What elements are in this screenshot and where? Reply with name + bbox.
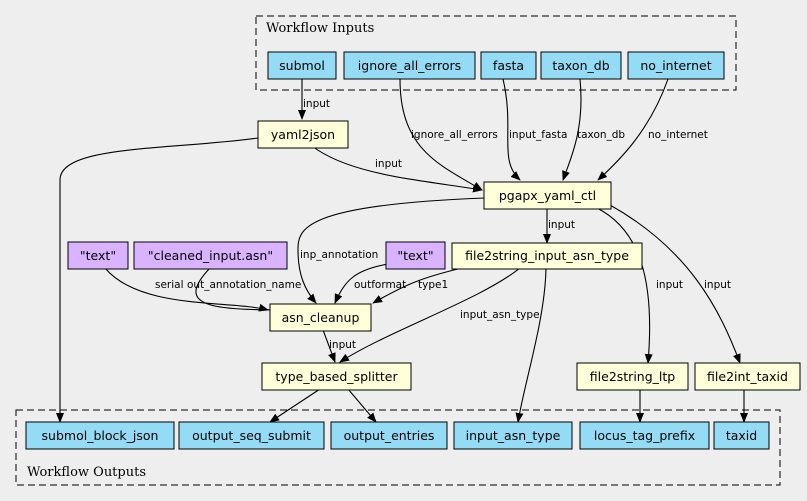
- node-type-based-splitter[interactable]: type_based_splitter: [261, 362, 412, 391]
- node-file2string-input-asn-type[interactable]: file2string_input_asn_type: [451, 242, 643, 270]
- step-nodes: yaml2json pgapx_yaml_ctl "text" "cleaned…: [67, 120, 801, 391]
- edge-label: type1: [418, 279, 448, 291]
- workflow-outputs-cluster: Workflow Outputs: [15, 409, 781, 486]
- node-label: file2int_taxid: [707, 369, 788, 384]
- node-label: yaml2json: [271, 127, 335, 142]
- node-label: input_asn_type: [466, 428, 561, 443]
- node-file2int-taxid[interactable]: file2int_taxid: [694, 362, 801, 391]
- edge-label: input: [375, 158, 402, 170]
- node-output-seq-submit[interactable]: output_seq_submit: [178, 421, 325, 450]
- edge-ignore-pgapx: [399, 78, 483, 191]
- node-asn-cleanup[interactable]: asn_cleanup: [269, 303, 372, 332]
- edge-text1-asn: [104, 267, 269, 312]
- edge-label: outformat: [354, 279, 406, 291]
- edge-pgapx-ltp: [596, 207, 653, 364]
- node-locus-tag-prefix[interactable]: locus_tag_prefix: [579, 421, 710, 450]
- node-input-asn-type[interactable]: input_asn_type: [453, 421, 573, 450]
- workflow-inputs-cluster: Workflow Inputs: [255, 15, 737, 91]
- node-label: locus_tag_prefix: [594, 428, 695, 443]
- edge-label: input: [329, 339, 356, 351]
- edge-label: ignore_all_errors: [411, 129, 498, 141]
- node-label: file2string_ltp: [590, 369, 675, 384]
- edge-text2-asn: [334, 263, 389, 304]
- node-ignore-all-errors[interactable]: ignore_all_errors: [343, 51, 476, 80]
- node-submol[interactable]: submol: [267, 51, 337, 80]
- node-label: no_internet: [640, 58, 711, 73]
- edge-f2s-splitter: [339, 267, 521, 363]
- output-nodes: submol_block_json output_seq_submit outp…: [25, 421, 770, 450]
- node-label: submol_block_json: [42, 428, 159, 443]
- edge-label: input: [656, 279, 683, 291]
- node-taxid[interactable]: taxid: [713, 421, 770, 450]
- node-pgapx-yaml-ctl[interactable]: pgapx_yaml_ctl: [483, 181, 612, 210]
- workflow-outputs-label: Workflow Outputs: [27, 465, 146, 480]
- edge-label: inp_annotation: [300, 249, 378, 261]
- edge-yaml2json-submolblock: [56, 137, 259, 423]
- node-label: "cleaned_input.asn": [148, 248, 273, 263]
- edge-pgapx-taxid: [609, 204, 741, 364]
- edge-label: input: [704, 279, 731, 291]
- node-label: output_entries: [344, 428, 435, 443]
- node-taxon-db[interactable]: taxon_db: [540, 51, 622, 80]
- edge-pgapx-asn: [297, 197, 486, 304]
- node-label: asn_cleanup: [282, 310, 360, 325]
- node-fasta[interactable]: fasta: [480, 51, 537, 80]
- edge-f2s-inputasn: [515, 267, 547, 423]
- workflow-inputs-label: Workflow Inputs: [266, 21, 374, 36]
- node-text-serial[interactable]: "text": [67, 241, 129, 270]
- edge-splitter-entries: [347, 388, 377, 423]
- node-output-entries[interactable]: output_entries: [330, 421, 448, 450]
- edge-f2s-asn: [372, 267, 463, 304]
- node-submol-block-json[interactable]: submol_block_json: [25, 421, 175, 450]
- node-text-outformat[interactable]: "text": [385, 241, 446, 270]
- edge-splitter-seqsubmit: [269, 388, 321, 423]
- edge-label: out_annotation_name: [187, 279, 301, 291]
- edge-fasta-pgapx: [502, 78, 521, 181]
- edge-label: taxon_db: [577, 129, 625, 141]
- node-label: "text": [397, 248, 433, 263]
- node-label: ignore_all_errors: [358, 58, 461, 73]
- edge-taxon-pgapx: [562, 78, 582, 181]
- node-label: submol: [279, 58, 325, 73]
- edge-labels: input ignore_all_errors input_fasta taxo…: [155, 98, 731, 351]
- node-label: fasta: [493, 58, 524, 73]
- input-nodes: submol ignore_all_errors fasta taxon_db …: [267, 51, 725, 80]
- edge-label: serial: [155, 279, 184, 291]
- node-label: "text": [80, 248, 116, 263]
- edge-label: input: [303, 98, 330, 110]
- edges: [56, 78, 748, 423]
- node-label: type_based_splitter: [275, 369, 398, 384]
- node-file2string-ltp[interactable]: file2string_ltp: [576, 362, 689, 391]
- node-label: taxid: [726, 428, 757, 443]
- edge-label: input: [548, 219, 575, 231]
- node-label: file2string_input_asn_type: [465, 248, 629, 263]
- node-label: output_seq_submit: [192, 428, 311, 443]
- node-cleaned-input-asn[interactable]: "cleaned_input.asn": [133, 241, 288, 270]
- edge-yaml2json-pgapx: [311, 145, 483, 193]
- node-label: taxon_db: [552, 58, 609, 73]
- edge-asn-splitter: [322, 329, 336, 363]
- node-yaml2json[interactable]: yaml2json: [257, 120, 349, 149]
- node-label: pgapx_yaml_ctl: [499, 188, 596, 203]
- edge-label: input_asn_type: [460, 309, 540, 321]
- node-no-internet[interactable]: no_internet: [627, 51, 725, 80]
- edge-label: no_internet: [648, 129, 708, 141]
- edge-nointernet-pgapx: [597, 78, 669, 181]
- edge-label: input_fasta: [509, 129, 567, 141]
